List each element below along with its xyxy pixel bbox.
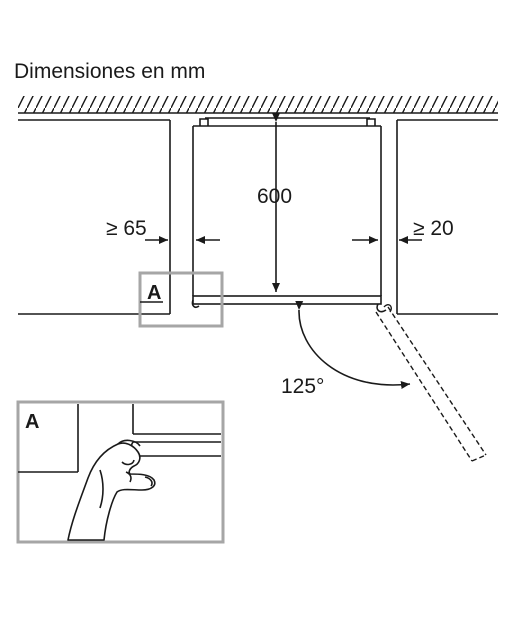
diagram-title: Dimensiones en mm bbox=[14, 60, 205, 83]
right-clearance-label: ≥ 20 bbox=[413, 217, 454, 240]
detail-marker-frame bbox=[138, 271, 224, 328]
cabinet-outline bbox=[18, 119, 498, 315]
left-clearance-label: ≥ 65 bbox=[106, 217, 147, 240]
detail-inset bbox=[16, 400, 225, 544]
detail-inset-label: A bbox=[25, 411, 39, 433]
appliance-body bbox=[192, 117, 382, 296]
hand-illustration bbox=[67, 439, 156, 541]
door-open-position bbox=[375, 304, 487, 462]
door-angle-arc bbox=[295, 300, 411, 389]
detail-marker-label: A bbox=[147, 282, 161, 304]
depth-label: 600 bbox=[257, 185, 292, 208]
ceiling-hatch bbox=[18, 96, 498, 114]
door-angle-label: 125° bbox=[281, 375, 324, 398]
